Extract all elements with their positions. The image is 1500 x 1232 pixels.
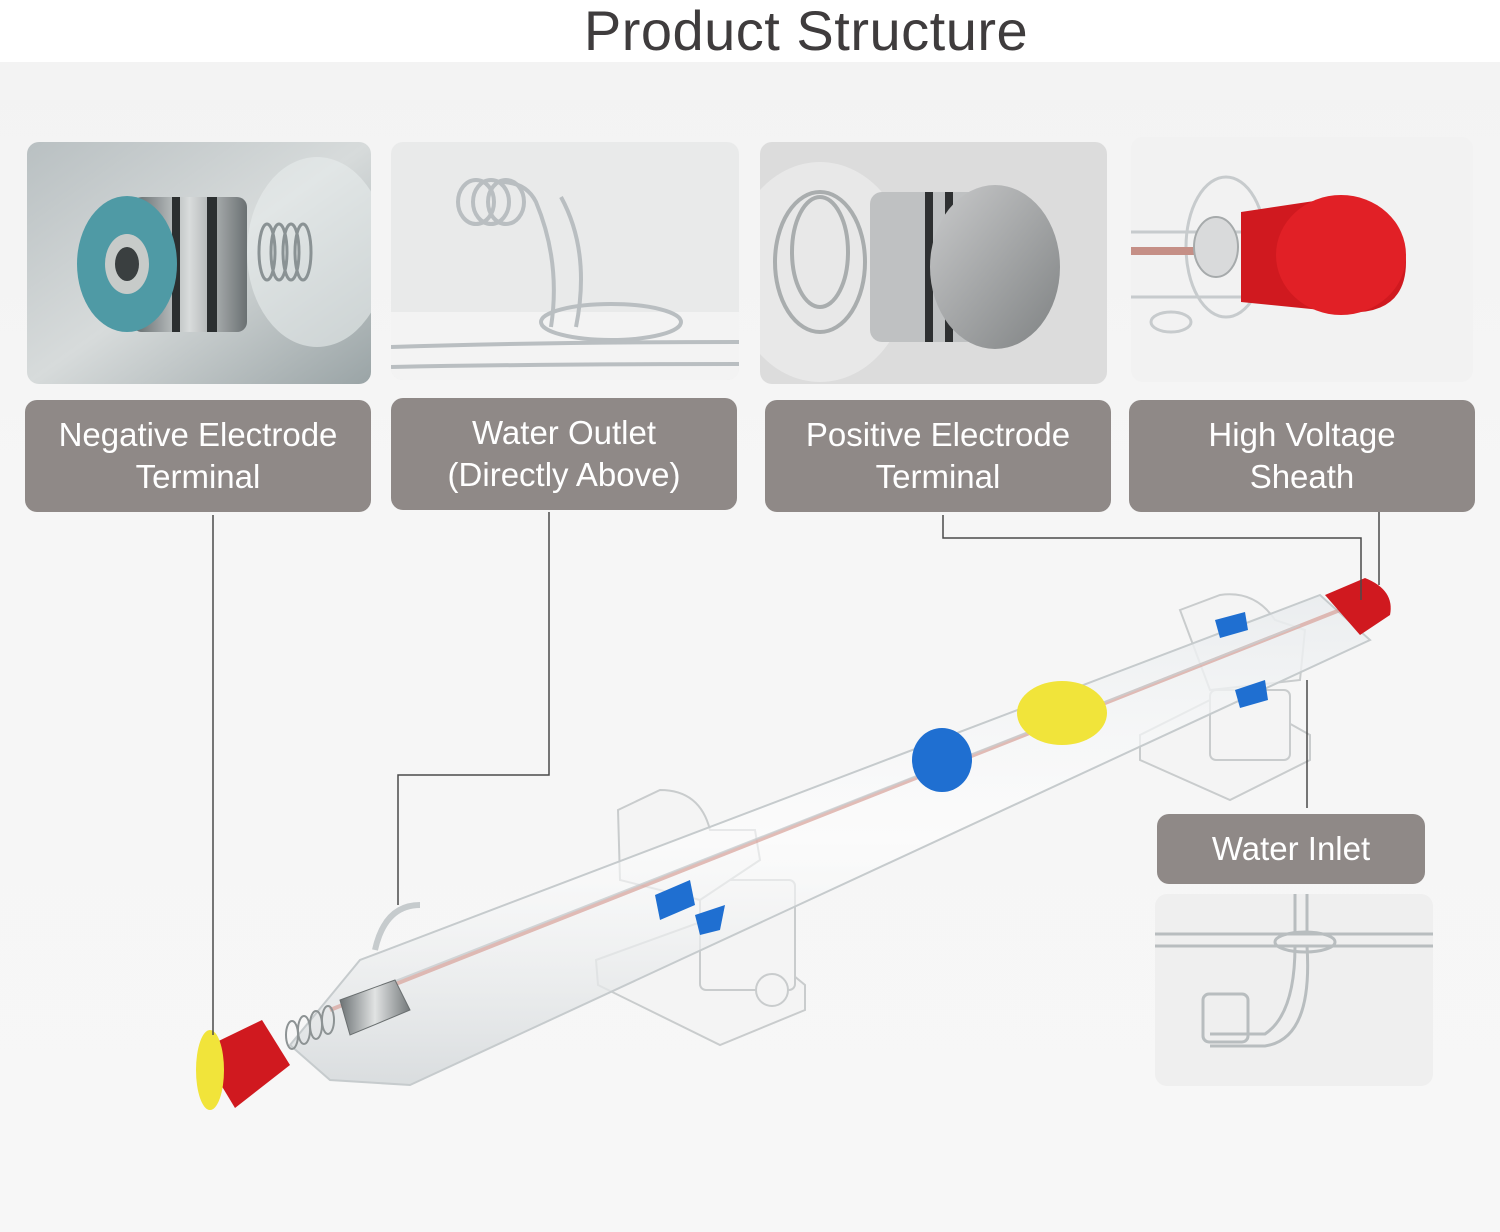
tube-body <box>285 593 1372 1087</box>
positive-electrode-photo <box>760 142 1107 384</box>
water-outlet-label: Water Outlet (Directly Above) <box>391 398 737 510</box>
water-outlet-label-line1: Water Outlet <box>472 414 656 451</box>
header: Product Structure <box>0 0 1500 62</box>
page-title: Product Structure <box>583 0 1029 62</box>
positive-electrode-label-line2: Terminal <box>875 458 1001 495</box>
negative-end-cap <box>196 1020 290 1110</box>
negative-electrode-label-line1: Negative Electrode <box>58 416 338 453</box>
positive-electrode-label-line1: Positive Electrode <box>805 416 1071 453</box>
water-outlet-photo <box>391 142 739 380</box>
high-voltage-sheath-label-line1: High Voltage <box>1208 416 1396 453</box>
high-voltage-sheath-photo <box>1131 137 1473 382</box>
water-inlet-label-text: Water Inlet <box>1211 830 1371 867</box>
water-inlet-photo <box>1155 894 1433 1086</box>
high-voltage-sheath-label-line2: Sheath <box>1249 458 1355 495</box>
negative-electrode-label-line2: Terminal <box>135 458 261 495</box>
water-inlet-label: Water Inlet <box>1157 814 1425 884</box>
water-outlet-label-line2: (Directly Above) <box>447 456 681 493</box>
negative-electrode-photo <box>27 142 371 384</box>
